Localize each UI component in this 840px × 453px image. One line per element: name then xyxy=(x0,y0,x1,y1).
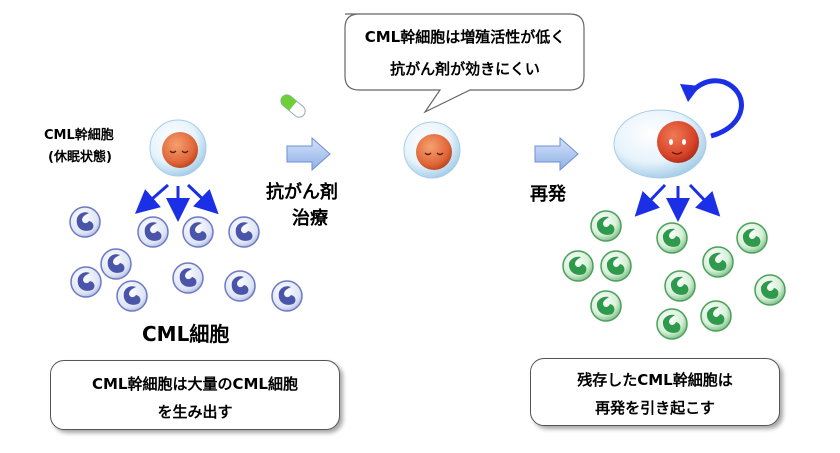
speech-bubble-shape xyxy=(344,13,585,114)
division-arrows-right xyxy=(634,183,721,222)
relapse-cell xyxy=(590,290,622,322)
relapse-label: 再発 xyxy=(530,184,566,205)
speech-bubble-line2: 抗がん剤が効きにくい xyxy=(390,60,540,78)
stem-cell-state-label: (休眠状態) xyxy=(48,150,112,165)
treatment-label-2: 治療 xyxy=(292,208,328,229)
relapse-cell xyxy=(702,246,734,278)
relapse-cell-cluster xyxy=(562,210,786,340)
relapse-cell xyxy=(754,274,786,306)
speech-bubble-line1: CML幹細胞は増殖活性が低く xyxy=(364,28,566,46)
right-caption-box: 残存したCML幹細胞は 再発を引き起こす xyxy=(530,358,780,426)
cml-cell xyxy=(182,216,214,248)
relapse-cell xyxy=(562,250,594,282)
cml-cells-label: CML細胞 xyxy=(142,322,230,346)
left-caption-line1: CML幹細胞は大量のCML細胞 xyxy=(92,375,298,393)
relapse-cell xyxy=(736,222,768,254)
capsule-icon xyxy=(280,94,306,118)
cml-cell-cluster xyxy=(69,206,303,312)
right-caption-line2: 再発を引き起こす xyxy=(595,399,715,417)
relapse-block-arrow xyxy=(534,136,579,172)
division-arrows-left xyxy=(134,183,219,222)
cml-cell xyxy=(116,280,148,312)
relapse-cell xyxy=(700,300,732,332)
relapse-cell xyxy=(656,308,688,340)
cml-cell xyxy=(172,262,204,294)
treatment-label: 抗がん剤 xyxy=(266,182,338,203)
cml-cell xyxy=(69,206,101,238)
stem-cell-label: CML幹細胞 xyxy=(44,128,114,143)
cycle-arrow-icon xyxy=(680,78,744,139)
treatment-block-arrow xyxy=(286,136,331,172)
relapse-cell xyxy=(600,250,632,282)
relapse-cell xyxy=(656,222,688,254)
cml-cell xyxy=(137,216,169,248)
cml-cell xyxy=(70,266,102,298)
cml-cell xyxy=(224,270,256,302)
left-caption-box: CML幹細胞は大量のCML細胞 を生み出す xyxy=(50,360,340,430)
cml-cell xyxy=(228,216,260,248)
relapse-cell xyxy=(590,210,622,242)
left-caption-line2: を生み出す xyxy=(157,403,233,421)
active-stem-cell xyxy=(613,109,707,179)
cml-cell xyxy=(271,280,303,312)
relapse-cell xyxy=(664,270,696,302)
surviving-stem-cell xyxy=(403,121,461,179)
cml-cell xyxy=(100,248,132,280)
left-stem-cell xyxy=(149,119,207,177)
right-caption-line1: 残存したCML幹細胞は xyxy=(577,371,733,389)
